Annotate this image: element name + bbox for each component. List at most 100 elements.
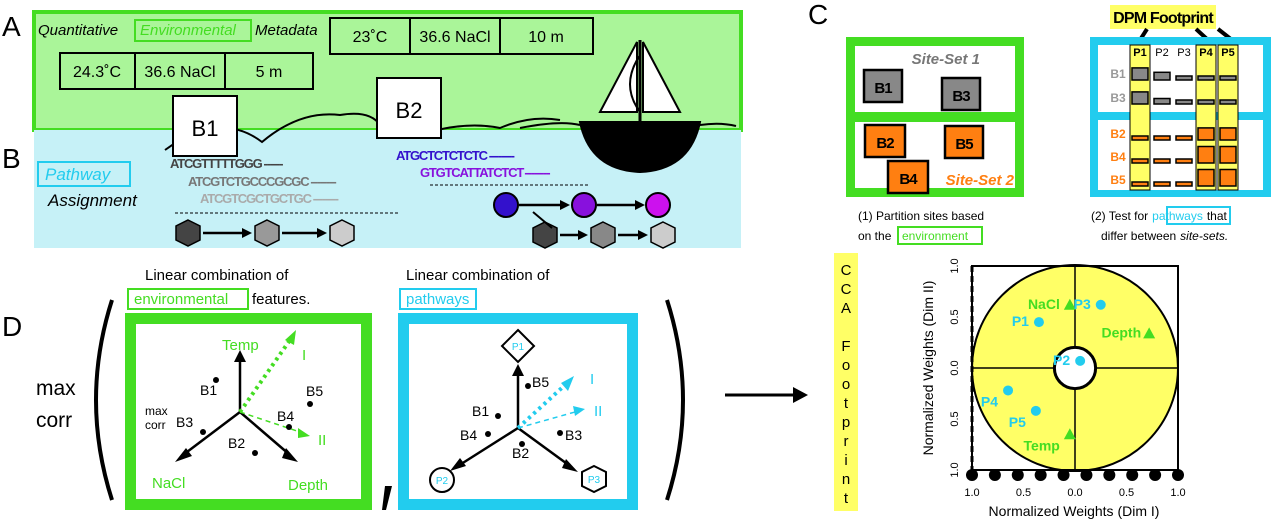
read-left-2: ATCGTCTGCCCGCGC-------- [188, 174, 336, 189]
dpm-row-label: B1 [1110, 67, 1126, 81]
caption-1-line-2-prefix: on the [858, 229, 892, 243]
pathway-marker [1075, 355, 1086, 366]
path-caption-keyword: pathways [406, 291, 469, 308]
circle-icon [493, 192, 519, 218]
cca-label-char: r [844, 433, 849, 450]
x-axis-dot [1103, 469, 1116, 481]
dpm-cell [1131, 158, 1149, 164]
site1-temp-cell [59, 52, 136, 90]
hexagon-icon [581, 464, 607, 494]
dpm-cell [1197, 127, 1215, 141]
point-label: Depth [1101, 324, 1141, 340]
dpm-column-label: P5 [1221, 47, 1234, 59]
x-tick-label: 1.0 [964, 487, 979, 499]
site2-salt: 36.6 NaCl [419, 29, 490, 46]
x-axis-dot [1057, 469, 1070, 481]
path-caption-line-1: Linear combination of [406, 267, 550, 284]
cca-label-char: o [842, 376, 850, 393]
dpm-cell [1219, 99, 1237, 105]
env-dim-2: II [318, 432, 326, 449]
dpm-cell [1131, 135, 1149, 141]
circle-icon [571, 192, 597, 218]
path-point-b3: B3 [565, 427, 582, 443]
comma [382, 486, 392, 510]
sample-b2-label: B2 [876, 135, 894, 152]
x-tick-label: 0.5 [1016, 487, 1031, 499]
circle-icon [645, 192, 671, 218]
x-tick-label: 0.0 [1067, 487, 1082, 499]
diamond-icon [500, 328, 536, 364]
panel-letter-a: A [2, 11, 21, 42]
cca-label-char: p [842, 414, 850, 431]
circle-icon [429, 467, 455, 493]
site1-depth: 5 m [256, 64, 283, 81]
env-caption-line-1: Linear combination of [145, 267, 289, 284]
dpm-cell [1175, 75, 1193, 81]
env-axis-temp: Temp [222, 337, 259, 354]
x-axis-dot [1011, 469, 1024, 481]
cca-label-char: i [844, 452, 847, 469]
bucket-b1-box [172, 95, 238, 157]
dpm-cell [1153, 135, 1171, 141]
cca-label-char: t [844, 490, 849, 507]
metadata-word-2: Environmental [140, 22, 237, 39]
env-marker [1063, 298, 1076, 310]
path-axis-p3: P3 [588, 475, 601, 486]
bucket-b1: B1 [192, 116, 219, 141]
x-axis-dot [1149, 469, 1162, 481]
env-point-b5: B5 [306, 383, 323, 399]
hexagon-icon [590, 221, 616, 249]
env-caption-keyword: environmental [134, 291, 228, 308]
path-axis-p1: P1 [512, 342, 525, 353]
dpm-row-label: B5 [1110, 173, 1126, 187]
dpm-cell [1219, 75, 1237, 81]
dpm-cell [1197, 99, 1215, 105]
dpm-cell [1175, 158, 1193, 164]
dpm-cell [1153, 181, 1171, 187]
hexagon-icon [532, 221, 558, 249]
dpm-cell [1131, 91, 1149, 105]
dpm-cell [1153, 71, 1171, 81]
env-axis-nacl: NaCl [152, 475, 185, 492]
env-caption-suffix: features. [252, 291, 310, 308]
metadata-word-1: Quantitative [38, 22, 118, 39]
caption-1-line-1: (1) Partition sites based [858, 209, 984, 223]
env-marker [1143, 327, 1156, 339]
dpm-column-label: P3 [1177, 47, 1190, 59]
point-label: P4 [981, 393, 998, 409]
siteset2-label: Site-Set 2 [946, 172, 1015, 189]
x-axis-dot [1126, 469, 1139, 481]
y-tick-label: 1.0 [949, 462, 961, 477]
sailboat-icon [519, 40, 737, 174]
cca-label-char: n [842, 471, 850, 488]
dpm-cell [1153, 158, 1171, 164]
path-dim-2: II [594, 403, 602, 420]
env-point-b4: B4 [277, 408, 294, 424]
x-axis-dot [966, 469, 978, 481]
site2-temp-cell [329, 17, 411, 55]
site-partition-box: Site-Set 1 Site-Set 2 B1 B3 B2 B4 B5 [846, 37, 1024, 197]
y-tick-label: 0.5 [949, 411, 961, 426]
sample-b4-label: B4 [899, 171, 918, 188]
path-point-b1: B1 [472, 403, 489, 419]
hexagon-icon [329, 219, 355, 247]
sample-b5-label: B5 [955, 136, 973, 153]
hexagon-icon [254, 219, 280, 247]
read-right-2: GTGTCATTATCTCT-------- [420, 165, 550, 180]
cca-label-char: C [841, 262, 852, 279]
path-keyword-box [399, 288, 477, 310]
site2-temp: 23˚C [353, 29, 388, 46]
cca-label-char: t [844, 395, 849, 412]
site1-depth-cell [224, 52, 314, 90]
site2-salt-cell [409, 17, 501, 55]
pathway-right [493, 192, 676, 249]
chart-xlabel: Normalized Weights (Dim I) [989, 503, 1160, 519]
dpm-cell [1175, 181, 1193, 187]
point-label: P1 [1012, 313, 1029, 329]
point-label: P3 [1074, 296, 1091, 312]
dpm-title: DPM Footprint [1113, 10, 1214, 27]
